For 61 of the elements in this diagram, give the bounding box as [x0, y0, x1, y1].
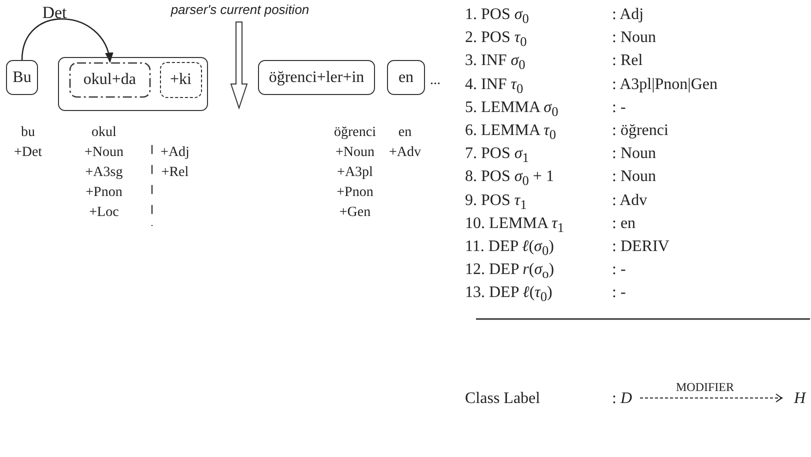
feature-value: : Noun — [612, 169, 656, 186]
token-box — [387, 60, 425, 95]
morph-tag: +A3pl — [337, 166, 373, 180]
feature-value: : - — [612, 100, 626, 116]
feature-value: : Adv — [612, 192, 648, 209]
feature-name: 4. INF τ$_{0}$ — [465, 76, 524, 96]
feature-name: 9. POS τ$_{1}$ — [465, 192, 527, 212]
feature-name: 7. POS σ$_{1}$ — [465, 146, 529, 165]
morph-tag: +Noun — [335, 146, 374, 160]
morph-tag: +Adj — [160, 146, 190, 160]
morph-tag: +Gen — [339, 206, 371, 220]
morph-tag: +Loc — [89, 206, 119, 220]
feature-name: 11. DEP ℓ(σ$_{0}$) — [465, 239, 554, 258]
lemma-text: bu — [21, 126, 35, 140]
dependency-arrow — [21, 18, 112, 64]
token-text: Bu — [12, 68, 32, 86]
lemma-text: öğrenci — [334, 126, 376, 140]
token-box — [6, 60, 38, 95]
morph-tag: +A3sg — [85, 166, 123, 180]
feature-name: 3. INF σ$_{0}$ — [465, 53, 526, 72]
feature-name: 13. DEP ℓ(τ$_{0}$) — [465, 285, 552, 304]
feature-value: H — [794, 391, 806, 407]
token-text: en — [398, 68, 414, 86]
feature-name: 5. LEMMA σ$_{0}$ — [465, 100, 558, 118]
feature-value: : A3pl|Pnon|Gen — [612, 76, 718, 93]
feature-value: : Rel — [612, 53, 643, 70]
feature-value: : - — [612, 285, 626, 302]
morph-tag: +Noun — [84, 146, 124, 160]
feature-name: 10. LEMMA τ$_{1}$ — [465, 216, 564, 234]
feature-name: 8. POS σ$_{0}$ + 1 — [465, 169, 554, 188]
word-group-box — [58, 57, 208, 111]
class-label-name: Class Label — [465, 391, 540, 407]
feature-name: 6. LEMMA τ$_{0}$ — [465, 123, 556, 142]
feature-value: : D — [612, 391, 632, 407]
feature-value: : en — [612, 216, 636, 232]
feature-name: 2. POS τ$_{0}$ — [465, 30, 527, 49]
annotation: parser's current position — [170, 3, 310, 16]
morph-tag: +Adv — [388, 146, 421, 160]
feature-value: : DERIV — [612, 239, 670, 255]
morph-tag: +Pnon — [336, 186, 374, 200]
feature-name: 12. DEP r(σ$_{o}$) — [465, 262, 554, 281]
feature-value: : Noun — [612, 146, 656, 162]
token-box — [68, 62, 151, 98]
feature-value: : - — [612, 262, 626, 278]
morph-tag: +Rel — [161, 166, 189, 180]
edge-label: Det — [42, 4, 67, 21]
feature-value: : öğrenci — [612, 123, 668, 139]
relation-label: MODIFIER — [676, 381, 734, 393]
token-text: okul+da — [83, 70, 136, 89]
morph-tag: +Pnon — [86, 186, 122, 200]
lemma-text: en — [398, 126, 412, 140]
lemma-text: okul — [92, 126, 116, 140]
token-box — [258, 60, 375, 95]
feature-value: : Adj — [612, 7, 644, 23]
feature-value: : Noun — [612, 30, 656, 46]
token-box — [160, 62, 202, 98]
token-text: +ki — [170, 70, 192, 89]
feature-name: 1. POS σ$_{0}$ — [465, 7, 529, 26]
morph-tag: +Det — [14, 146, 42, 160]
ellipsis: ... — [430, 74, 440, 88]
token-text: öğrenci+ler+in — [268, 68, 364, 86]
